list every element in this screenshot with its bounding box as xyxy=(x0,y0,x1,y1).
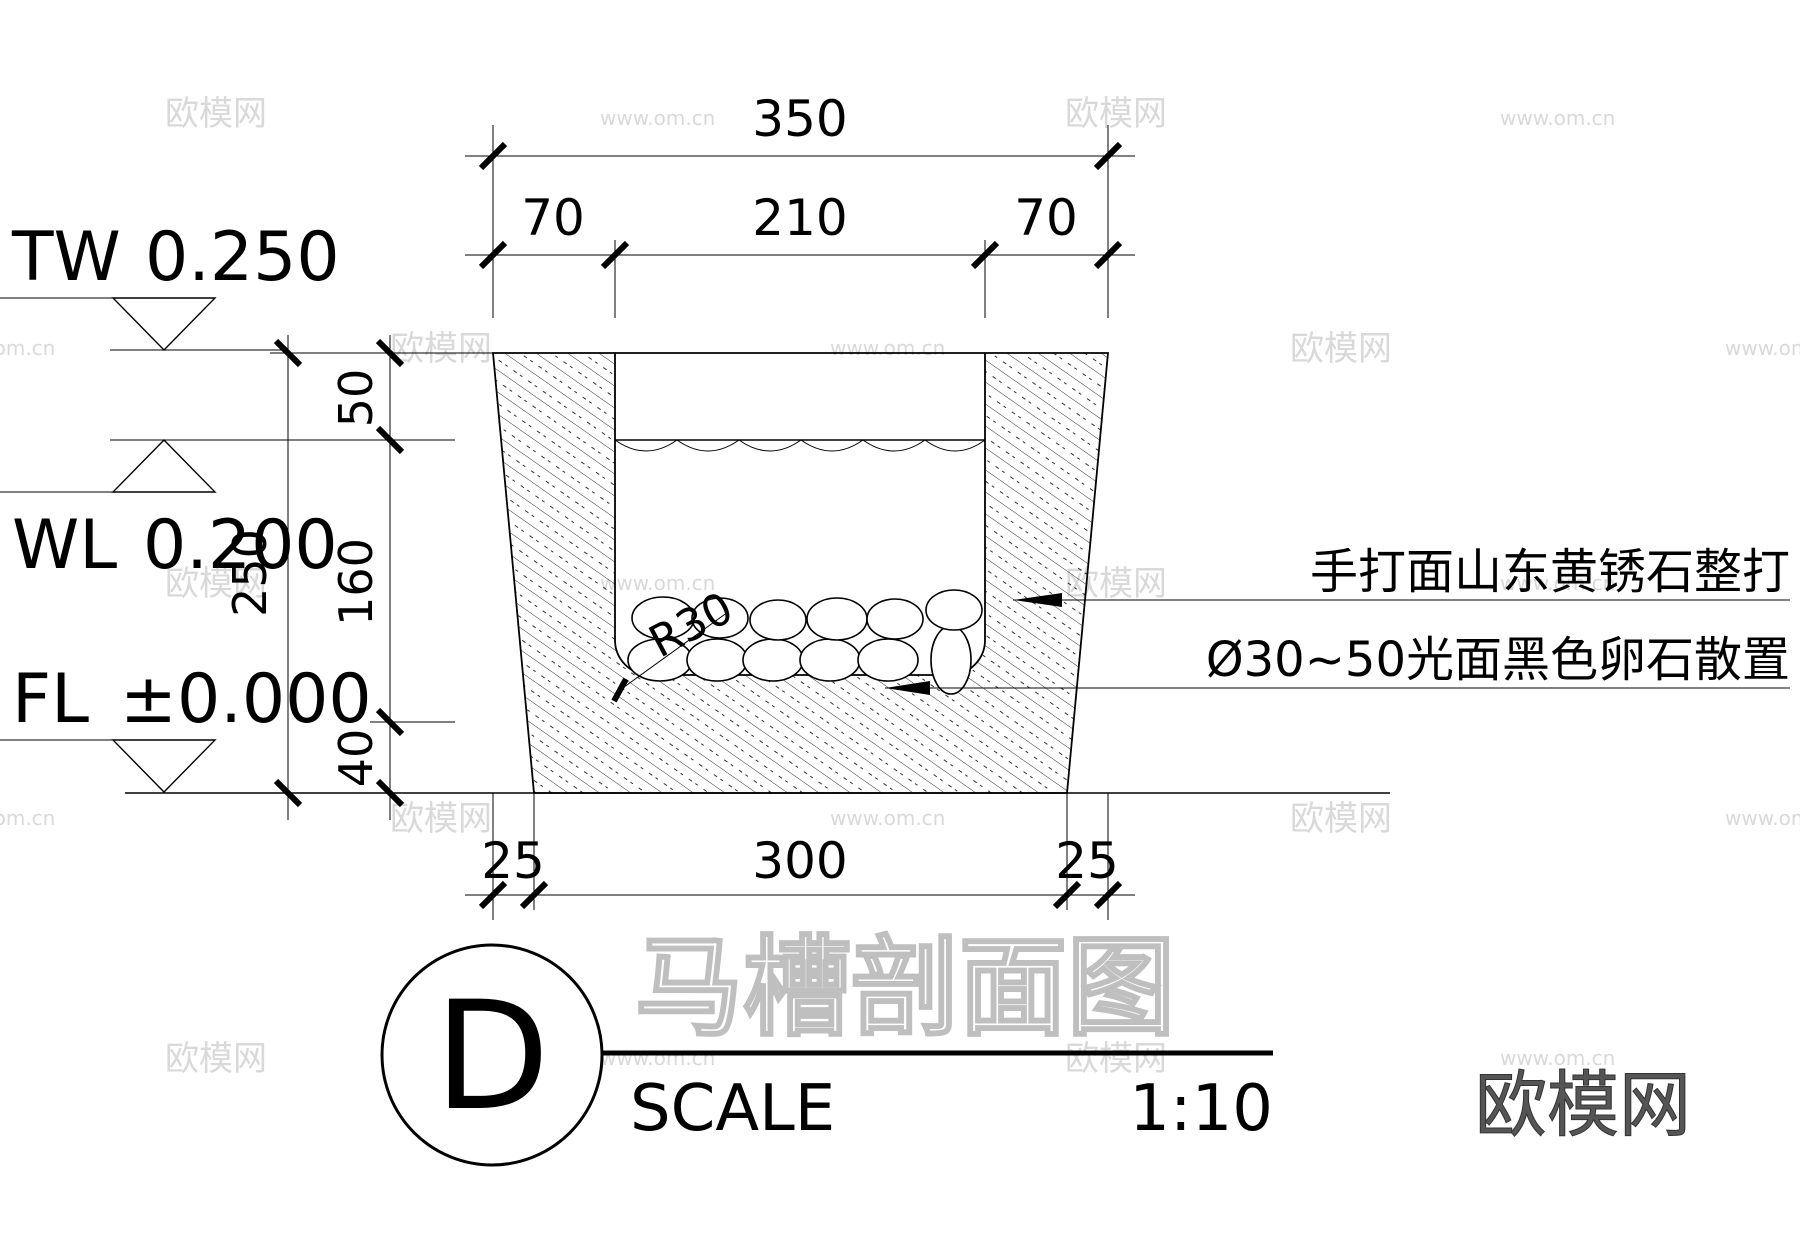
watermark-url: www.om.cn xyxy=(1500,106,1615,130)
dim-top-total: 350 xyxy=(752,90,847,148)
dim-side-top: 50 xyxy=(329,369,383,428)
annotation-stone: 手打面山东黄锈石整打 xyxy=(1310,544,1790,600)
top-dimension-chain xyxy=(465,125,1135,318)
dim-top-right: 70 xyxy=(1014,189,1078,247)
watermark-url: www.om.cn xyxy=(600,106,715,130)
brand-logo-text: 欧模网 xyxy=(1475,1063,1691,1147)
dim-side-total: 250 xyxy=(223,529,277,617)
watermark-brand: 欧模网 xyxy=(1065,94,1167,134)
radius-leader xyxy=(619,611,729,691)
dim-bottom-middle: 300 xyxy=(752,832,847,890)
dim-top-left: 70 xyxy=(521,189,585,247)
watermark-brand: 欧模网 xyxy=(165,94,267,134)
dim-bottom-left: 25 xyxy=(481,832,545,890)
watermark-url: www.om.cn xyxy=(1500,1046,1615,1070)
scale-value: 1:10 xyxy=(1129,1072,1273,1146)
watermark-url: www.om.cn xyxy=(600,1046,715,1070)
watermark-url: www.om.cn xyxy=(0,806,55,830)
bottom-dimension-chain xyxy=(465,793,1135,920)
watermark-url: www.om.cn xyxy=(1725,806,1800,830)
leader-pebbles xyxy=(885,681,1790,695)
watermark-url: www.om.cn xyxy=(830,806,945,830)
watermark-brand: 欧模网 xyxy=(1290,329,1392,369)
dim-side-middle: 160 xyxy=(329,538,383,626)
trough-stone-section xyxy=(492,352,1109,794)
water-surface xyxy=(614,439,986,452)
watermark-brand: 欧模网 xyxy=(165,1039,267,1079)
level-code-tw: TW xyxy=(11,218,121,297)
level-marker-tw xyxy=(0,297,288,351)
watermark-url: www.om.cn xyxy=(600,571,715,595)
level-marker-fl xyxy=(0,739,217,793)
annotation-pebbles: Ø30~50光面黑色卵石散置 xyxy=(1206,632,1790,688)
scale-label: SCALE xyxy=(630,1072,835,1146)
watermark-url: www.om.cn xyxy=(0,336,55,360)
radius-tick xyxy=(611,677,629,703)
watermark-brand: 欧模网 xyxy=(1065,1039,1167,1079)
level-code-wl: WL xyxy=(12,506,117,585)
detail-mark: D xyxy=(434,970,550,1144)
level-value-fl: ±0.000 xyxy=(120,660,372,739)
dim-side-bottom: 40 xyxy=(329,729,383,788)
level-value-tw: 0.250 xyxy=(145,218,340,297)
pebble-fill xyxy=(627,589,983,695)
watermark-brand: 欧模网 xyxy=(165,564,267,604)
watermark-url: www.om.cn xyxy=(830,336,945,360)
level-code-fl: FL xyxy=(12,660,89,739)
drawing-title: 马槽剖面图 xyxy=(635,926,1175,1051)
dim-bottom-right: 25 xyxy=(1055,832,1119,890)
level-marker-wl xyxy=(0,439,288,493)
watermark-brand: 欧模网 xyxy=(390,329,492,369)
watermark-url: www.om.cn xyxy=(1725,336,1800,360)
watermark-url: www.om.cn xyxy=(1500,571,1615,595)
watermark-layer: 欧模网 www.om.cn 欧模网 www.om.cn www.om.cn 欧模… xyxy=(0,94,1800,1079)
dim-top-middle: 210 xyxy=(752,189,847,247)
side-dimension-chain xyxy=(270,335,493,820)
leader-stone xyxy=(1013,593,1790,607)
level-value-wl: 0.200 xyxy=(143,506,338,585)
watermark-brand: 欧模网 xyxy=(390,799,492,839)
watermark-brand: 欧模网 xyxy=(1290,799,1392,839)
